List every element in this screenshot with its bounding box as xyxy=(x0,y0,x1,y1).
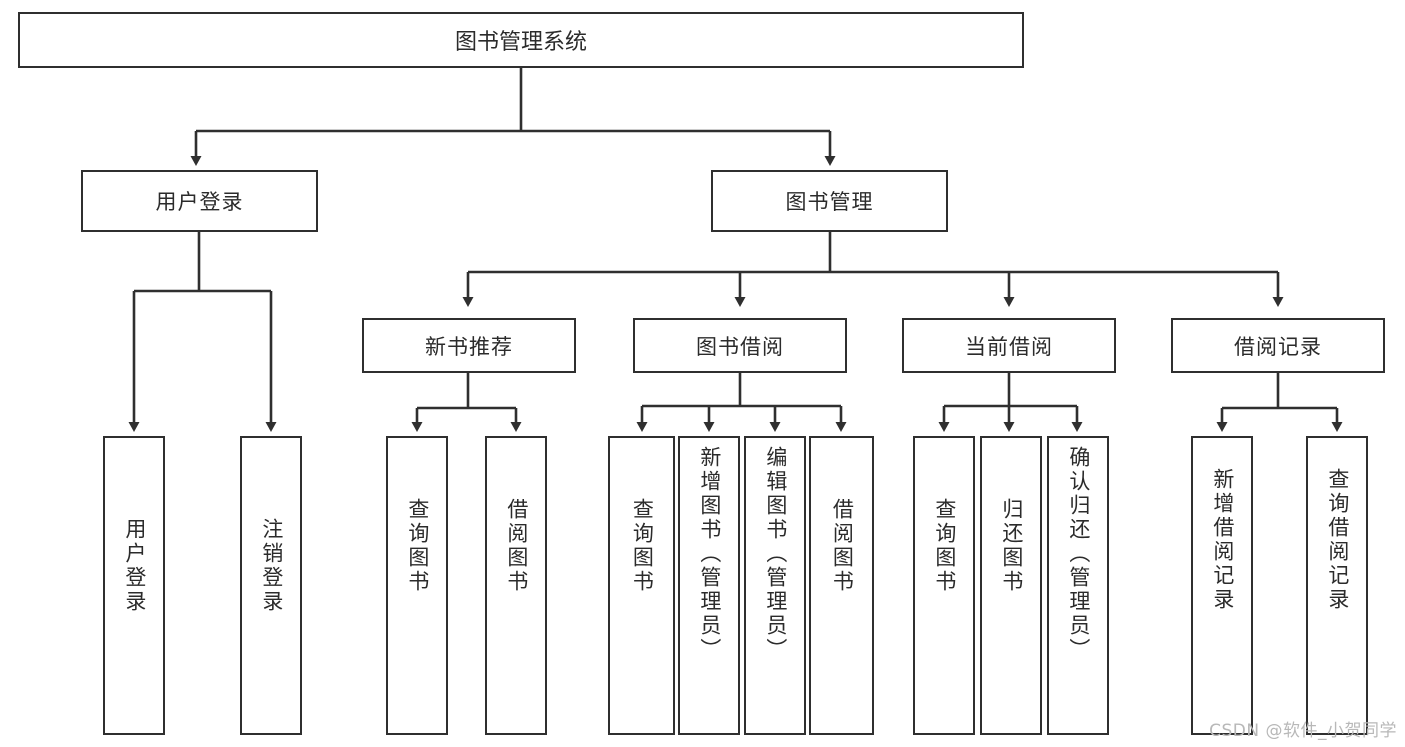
node-book-borrow[interactable]: 图书借阅 xyxy=(633,318,847,373)
node-leaf-add-book[interactable]: 新增图书（管理员） xyxy=(678,436,740,735)
node-leaf-confirm-return-label: 确认归还（管理员） xyxy=(1066,446,1091,662)
node-leaf-return-book[interactable]: 归还图书 xyxy=(980,436,1042,735)
node-leaf-edit-book-label: 编辑图书（管理员） xyxy=(763,446,788,662)
node-book-management[interactable]: 图书管理 xyxy=(711,170,948,232)
node-leaf-query-book-3-label: 查询图书 xyxy=(932,498,957,594)
watermark: CSDN @软件_小贺同学 xyxy=(1209,721,1397,741)
node-book-management-label: 图书管理 xyxy=(785,190,874,214)
node-root[interactable]: 图书管理系统 xyxy=(18,12,1024,68)
node-leaf-borrow-book-2-label: 借阅图书 xyxy=(830,498,855,594)
node-leaf-query-book-2[interactable]: 查询图书 xyxy=(608,436,675,735)
node-leaf-borrow-book-2[interactable]: 借阅图书 xyxy=(809,436,874,735)
node-leaf-query-record[interactable]: 查询借阅记录 xyxy=(1306,436,1368,735)
node-leaf-query-book-2-label: 查询图书 xyxy=(630,498,655,594)
node-current-borrow[interactable]: 当前借阅 xyxy=(902,318,1116,373)
node-new-book-recommend[interactable]: 新书推荐 xyxy=(362,318,576,373)
node-leaf-confirm-return[interactable]: 确认归还（管理员） xyxy=(1047,436,1109,735)
node-leaf-query-book-1[interactable]: 查询图书 xyxy=(386,436,448,735)
node-book-borrow-label: 图书借阅 xyxy=(696,334,784,359)
node-leaf-borrow-book-1-label: 借阅图书 xyxy=(504,498,529,594)
node-leaf-edit-book[interactable]: 编辑图书（管理员） xyxy=(744,436,806,735)
node-leaf-add-record[interactable]: 新增借阅记录 xyxy=(1191,436,1253,735)
node-borrow-record[interactable]: 借阅记录 xyxy=(1171,318,1385,373)
node-leaf-user-login-label: 用户登录 xyxy=(122,518,147,614)
node-root-label: 图书管理系统 xyxy=(454,30,587,55)
node-leaf-query-book-3[interactable]: 查询图书 xyxy=(913,436,975,735)
node-leaf-return-book-label: 归还图书 xyxy=(999,498,1024,594)
node-leaf-user-login[interactable]: 用户登录 xyxy=(103,436,165,735)
node-current-borrow-label: 当前借阅 xyxy=(965,334,1053,359)
node-borrow-record-label: 借阅记录 xyxy=(1234,334,1322,359)
node-leaf-borrow-book-1[interactable]: 借阅图书 xyxy=(485,436,547,735)
node-leaf-query-record-label: 查询借阅记录 xyxy=(1325,468,1350,612)
node-user-login[interactable]: 用户登录 xyxy=(81,170,318,232)
node-leaf-logout-login-label: 注销登录 xyxy=(259,518,284,614)
node-leaf-add-book-label: 新增图书（管理员） xyxy=(697,446,722,662)
node-user-login-label: 用户登录 xyxy=(155,190,244,214)
node-leaf-add-record-label: 新增借阅记录 xyxy=(1210,468,1235,612)
node-leaf-logout-login[interactable]: 注销登录 xyxy=(240,436,302,735)
node-new-book-recommend-label: 新书推荐 xyxy=(425,334,513,359)
node-leaf-query-book-1-label: 查询图书 xyxy=(405,498,430,594)
